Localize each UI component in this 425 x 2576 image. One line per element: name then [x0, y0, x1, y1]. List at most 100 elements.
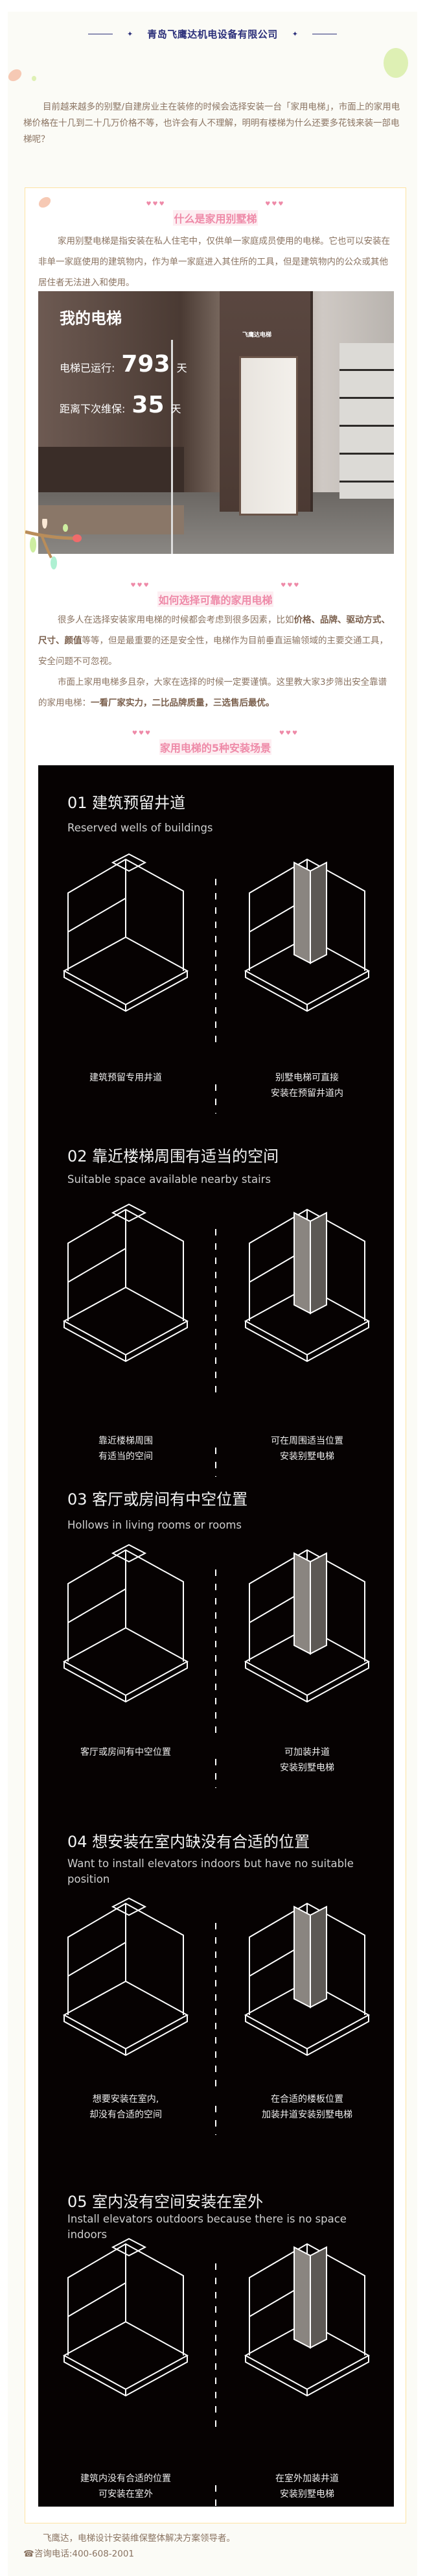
star-icon: ✦: [127, 30, 133, 38]
run-days-row: 电梯已运行: 793 天: [60, 351, 187, 377]
scene-title: 02 靠近楼梯周围有适当的空间: [67, 1147, 279, 1165]
dashed-divider: [215, 1759, 216, 1788]
dashed-divider: [215, 1084, 216, 1114]
before-caption: 客厅或房间有中空位置: [51, 1745, 200, 1760]
caption-line: 在合适的楼板位置: [271, 2094, 343, 2105]
dashed-divider: [215, 2485, 216, 2514]
installation-scenes-panel: 01 建筑预留井道 Reserved wells of buildings 建筑预留…: [38, 765, 394, 2514]
caption-line: 加装井道安装别墅电梯: [262, 2110, 352, 2120]
article-page: ✦ 青岛飞鹰达机电设备有限公司 ✦ 目前越来越多的别墅/自建房业主在装修的时候会…: [6, 12, 417, 2576]
caption-line: 安装别墅电梯: [280, 1451, 334, 1462]
section-heading: ♥♥♥什么是家用别墅梯♥♥♥: [25, 201, 406, 226]
window: [339, 343, 394, 499]
dot-decoration-icon: [32, 76, 36, 81]
caption-line: 客厅或房间有中空位置: [80, 1747, 171, 1758]
unit: 天: [176, 362, 187, 374]
sofa: [38, 447, 184, 492]
caption-line: 建筑内没有合适的位置: [80, 2474, 171, 2484]
isometric-illustration: [62, 1544, 371, 1738]
caption-line: 靠近楼梯周围: [98, 1436, 153, 1446]
before-illustration: [62, 1544, 189, 1703]
before-illustration: [62, 853, 189, 1012]
after-caption: 在合适的楼板位置加装井道安装别墅电梯: [233, 2092, 382, 2123]
scene-title: 01 建筑预留井道: [67, 794, 186, 812]
hearts-icon: ♥♥♥: [279, 730, 299, 737]
scene-english-title: Suitable space available nearby stairs: [67, 1173, 271, 1186]
before-caption: 建筑预留专用井道: [51, 1070, 200, 1086]
run-days-value: 793: [121, 351, 170, 377]
caption-line: 有适当的空间: [98, 1451, 153, 1462]
hearts-icon: ♥♥♥: [146, 201, 166, 208]
content-card: ♥♥♥什么是家用别墅梯♥♥♥ 家用别墅电梯是指安装在私人住宅中，仅供单一家庭成员…: [25, 187, 406, 2523]
scene-english-title: Reserved wells of buildings: [67, 822, 213, 834]
isometric-illustration: [62, 2237, 371, 2432]
after-caption: 别墅电梯可直接安装在预留井道内: [233, 1070, 382, 1101]
branch-decoration-icon: [25, 519, 82, 569]
caption-line: 安装别墅电梯: [280, 1763, 334, 1773]
pole: [171, 340, 173, 554]
isometric-illustration: [62, 853, 371, 1047]
rug: [38, 505, 184, 534]
phone-line: ☎咨询电话:400-608-2001: [23, 2546, 134, 2559]
star-icon: ✦: [292, 30, 298, 38]
section-title: 如何选择可靠的家用电梯: [158, 594, 273, 606]
dashed-divider: [215, 2106, 216, 2135]
before-illustration: [62, 1203, 189, 1363]
hearts-icon: ♥♥♥: [281, 582, 301, 589]
scene-title: 04 想安装在室内缺没有合适的位置: [67, 1833, 310, 1851]
after-caption: 可在周围适当位置安装别墅电梯: [233, 1433, 382, 1464]
selection-paragraph: 很多人在选择安装家用电梯的时候都会考虑到很多因素，比如价格、品牌、驱动方式、尺寸…: [38, 610, 393, 672]
caption-line: 安装在预留井道内: [271, 1088, 343, 1099]
caption-line: 却没有合适的空间: [89, 2110, 162, 2120]
caption-line: 可加装井道: [284, 1747, 330, 1758]
scene-english-title: Hollows in living rooms or rooms: [67, 1519, 242, 1531]
before-illustration: [62, 1897, 189, 2057]
before-caption: 想要安装在室内, 却没有合适的空间: [51, 2092, 200, 2123]
scene-english-title: Want to install elevators indoors but ha…: [67, 1857, 354, 1885]
after-illustration: [244, 1902, 371, 2057]
leaf-decoration-icon: [384, 48, 408, 78]
run-label: 电梯已运行:: [60, 362, 115, 374]
next-maintenance-label: 距离下次维保:: [60, 403, 126, 415]
after-illustration: [244, 1549, 371, 1703]
before-caption: 建筑内没有合适的位置可安装在室外: [51, 2471, 200, 2502]
company-header: ✦ 青岛飞鹰达机电设备有限公司 ✦: [8, 27, 417, 41]
text-span: 等等，但是最重要的还是安全性，电梯作为目前垂直运输领域的主要交通工具，安全问题不…: [38, 636, 388, 667]
after-illustration: [244, 1208, 371, 1363]
after-illustration: [244, 858, 371, 1012]
after-caption: 在室外加装井道安装别墅电梯: [233, 2471, 382, 2502]
caption-line: 可安装在室外: [98, 2489, 153, 2499]
unit: 天: [170, 403, 181, 415]
caption-line: 想要安装在室内,: [92, 2094, 159, 2105]
my-elevator-title: 我的电梯: [60, 309, 122, 328]
text-span: 市面上家用电梯多且杂，大家在选择的时候一定要谨慎。这里教大家3步筛出安全靠谱的家…: [38, 677, 387, 708]
text-span: 很多人在选择安装家用电梯的时候都会考虑到很多因素，比如: [58, 615, 294, 625]
before-caption: 靠近楼梯周围有适当的空间: [51, 1433, 200, 1464]
maintenance-days-row: 距离下次维保: 35 天: [60, 392, 181, 418]
emphasis-text: 价格、品牌、驱动方式、尺寸、颜值: [38, 615, 390, 646]
caption-line: 安装别墅电梯: [280, 2489, 334, 2499]
isometric-illustration: [62, 1897, 371, 2092]
steps-paragraph: 市面上家用电梯多且杂，大家在选择的时候一定要谨慎。这里教大家3步筛出安全靠谱的家…: [38, 672, 393, 713]
hearts-icon: ♥♥♥: [130, 582, 150, 589]
intro-paragraph: 目前越来越多的别墅/自建房业主在装修的时候会选择安装一台「家用电梯」，市面上的家…: [23, 102, 400, 145]
petal-decoration-icon: [6, 67, 24, 84]
scene-title: 03 客厅或房间有中空位置: [67, 1490, 248, 1509]
scene-english-title: Install elevators outdoors because there…: [67, 2213, 347, 2241]
section-title: 什么是家用别墅梯: [174, 213, 257, 225]
section-heading: ♥♥♥家用电梯的5种安装场景♥♥♥: [25, 730, 406, 755]
after-illustration: [244, 2243, 371, 2397]
caption-line: 可在周围适当位置: [271, 1436, 343, 1446]
dashed-divider: [215, 1448, 216, 1477]
next-maintenance-value: 35: [132, 392, 165, 418]
petal-decoration-icon: [36, 195, 53, 210]
elevator-photo: 飞鹰达电梯 我的电梯 电梯已运行: 793 天 距离下次维保: 35 天: [38, 291, 394, 554]
section-heading: ♥♥♥ 如何选择可靠的家用电梯 ♥♥♥: [25, 582, 406, 607]
before-illustration: [62, 2237, 189, 2397]
elevator-brand: 飞鹰达电梯: [242, 332, 272, 339]
emphasis-text: 一看厂家实力，二比品牌质量，三选售后最优。: [91, 698, 275, 708]
caption-line: 建筑预留专用井道: [89, 1073, 162, 1083]
scene-title: 05 室内没有空间安装在室外: [67, 2193, 264, 2211]
slogan: 飞鹰达，电梯设计安装维保整体解决方案领导者。: [43, 2533, 235, 2544]
phone-number: 咨询电话:400-608-2001: [34, 2549, 135, 2559]
